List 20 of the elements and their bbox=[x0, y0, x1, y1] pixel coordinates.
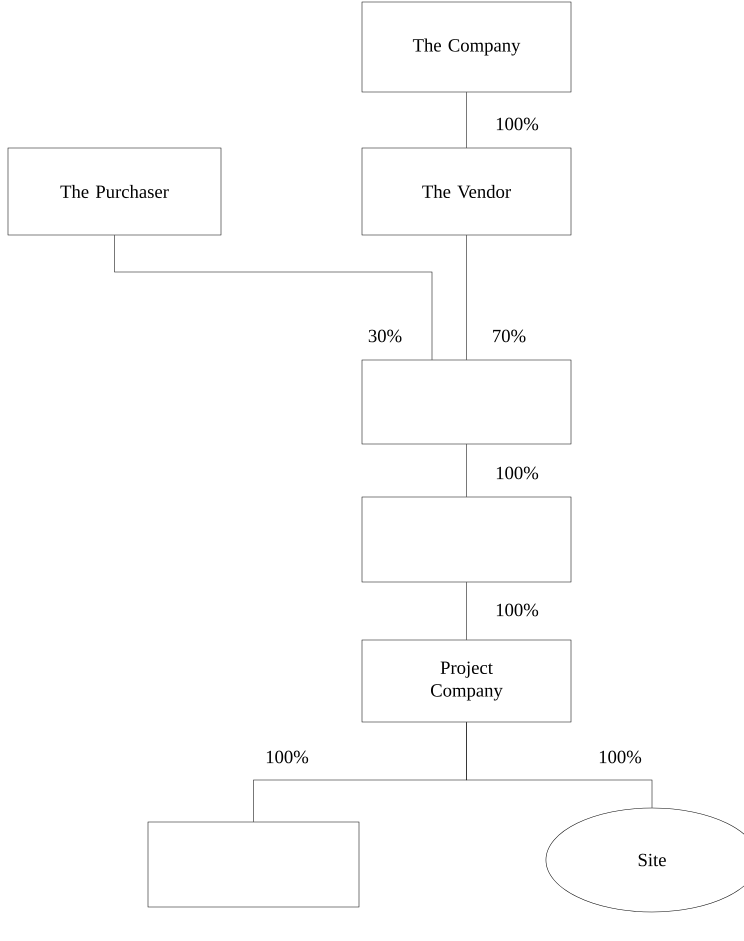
connector-line bbox=[466, 444, 467, 497]
connector-line bbox=[466, 582, 467, 640]
connector-line bbox=[114, 235, 432, 360]
connector-line bbox=[466, 92, 467, 148]
company-box: The Company bbox=[362, 2, 572, 92]
edge-label: 70% bbox=[493, 330, 526, 342]
company-box bbox=[148, 822, 360, 908]
company-box bbox=[362, 496, 572, 582]
connector-line bbox=[466, 235, 467, 360]
edge-label: 100% bbox=[496, 604, 538, 616]
edge-label: 100% bbox=[600, 750, 642, 764]
edge-label: 100% bbox=[266, 750, 308, 764]
connector-line bbox=[466, 722, 652, 808]
company-box: The Vendor bbox=[362, 148, 572, 236]
company-box: The Purchaser bbox=[8, 148, 222, 236]
company-box: Project Company bbox=[362, 640, 572, 722]
edge-label: 100% bbox=[496, 466, 538, 480]
company-box bbox=[362, 360, 572, 444]
edge-label: 30% bbox=[368, 330, 402, 342]
edge-label: 100% bbox=[496, 118, 538, 130]
